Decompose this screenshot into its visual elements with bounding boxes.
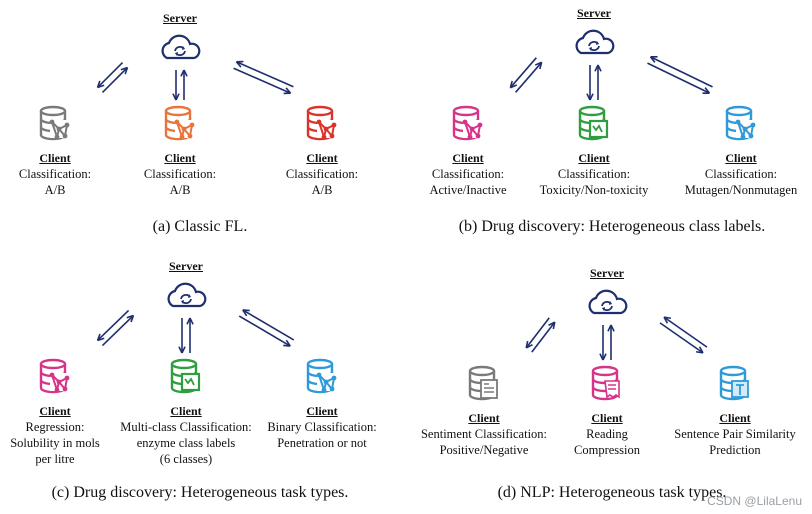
panel-4	[468, 289, 749, 401]
client-task-line: Compression	[574, 443, 640, 457]
client-task-line: Positive/Negative	[439, 443, 529, 457]
client-1	[452, 57, 543, 141]
client-task-line: Penetration or not	[277, 436, 367, 450]
client-task-line: Prediction	[709, 443, 761, 457]
client-1	[39, 309, 135, 394]
server-label: Server	[169, 259, 203, 273]
panel-caption: (a) Classic FL.	[152, 218, 248, 235]
client-2	[164, 69, 195, 141]
panel-caption: (d) NLP: Heterogeneous task types.	[497, 484, 727, 501]
cloud-server-icon	[588, 289, 628, 315]
database-network-icon	[164, 105, 195, 141]
cloud-server-icon	[161, 34, 201, 60]
database-chart-icon	[578, 105, 609, 141]
client-3	[659, 316, 749, 401]
client-task-line: Classification:	[557, 167, 631, 181]
panel-1	[39, 34, 337, 141]
database-network-icon	[306, 358, 337, 394]
server-label: Server	[577, 6, 611, 20]
client-3	[238, 309, 337, 394]
client-task-line: Mutagen/Nonmutagen	[684, 183, 798, 197]
client-task-line: Regression:	[25, 420, 85, 434]
cloud-server-icon	[167, 282, 207, 308]
client-task-line: A/B	[169, 183, 191, 197]
client-title: Client	[452, 151, 484, 165]
database-document-icon	[468, 365, 498, 401]
client-1	[468, 317, 556, 401]
database-receipt-icon	[591, 365, 620, 401]
client-task-line: enzyme class labels	[136, 436, 236, 450]
database-text-icon	[719, 365, 749, 401]
client-task-line: A/B	[44, 183, 66, 197]
client-task-line: Classification:	[18, 167, 92, 181]
cloud-server-icon	[575, 29, 615, 55]
panel-caption: (b) Drug discovery: Heterogeneous class …	[458, 218, 766, 235]
watermark: CSDN @LilaLenu	[707, 494, 802, 508]
database-chart-icon	[170, 358, 201, 394]
client-task-line: Reading	[586, 427, 628, 441]
client-title: Client	[170, 404, 202, 418]
client-2	[170, 317, 201, 394]
client-task-line: Toxicity/Non-toxicity	[539, 183, 649, 197]
panel-2	[452, 29, 756, 141]
database-network-icon	[306, 105, 337, 141]
server-label: Server	[163, 11, 197, 25]
client-title: Client	[591, 411, 623, 425]
database-network-icon	[725, 105, 756, 141]
client-task-line: Classification:	[143, 167, 217, 181]
database-network-icon	[452, 105, 483, 141]
panel-caption: (c) Drug discovery: Heterogeneous task t…	[51, 484, 349, 501]
client-1	[39, 61, 129, 141]
client-task-line: Classification:	[285, 167, 359, 181]
database-network-icon	[39, 358, 70, 394]
client-title: Client	[719, 411, 751, 425]
client-task-line: Solubility in mols	[10, 436, 100, 450]
client-3	[647, 56, 756, 141]
client-task-line: Classification:	[704, 167, 778, 181]
client-task-line: Sentence Pair Similarity	[674, 427, 796, 441]
client-title: Client	[39, 151, 71, 165]
client-task-line: Sentiment Classification:	[420, 427, 548, 441]
client-title: Client	[306, 404, 338, 418]
client-title: Client	[164, 151, 196, 165]
client-title: Client	[578, 151, 610, 165]
panel-3	[39, 282, 337, 394]
client-2	[578, 64, 609, 141]
client-task-line: Active/Inactive	[429, 183, 507, 197]
client-task-line: per litre	[35, 452, 75, 466]
client-task-line: (6 classes)	[159, 452, 213, 466]
client-3	[233, 60, 337, 141]
server-label: Server	[590, 266, 624, 280]
client-task-line: Binary Classification:	[267, 420, 377, 434]
client-title: Client	[725, 151, 757, 165]
client-title: Client	[39, 404, 71, 418]
client-title: Client	[306, 151, 338, 165]
client-task-line: A/B	[311, 183, 333, 197]
database-network-icon	[39, 105, 70, 141]
client-2	[591, 324, 620, 401]
client-title: Client	[468, 411, 500, 425]
client-task-line: Classification:	[431, 167, 505, 181]
client-task-line: Multi-class Classification:	[120, 420, 252, 434]
